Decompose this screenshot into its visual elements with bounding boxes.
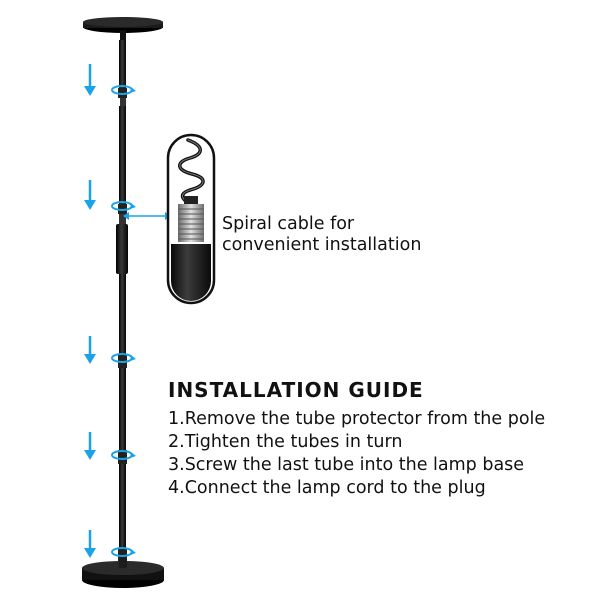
callout-line-2: convenient installation (222, 235, 422, 255)
spiral-cable-icon (166, 133, 216, 305)
lamp-pole (116, 40, 128, 562)
rotation-arrow-icon (111, 85, 136, 557)
lamp-base-icon (82, 558, 164, 588)
callout-line-1: Spiral cable for (222, 214, 355, 234)
guide-step: 4.Connect the lamp cord to the plug (168, 478, 486, 498)
guide-step: 1.Remove the tube protector from the pol… (168, 409, 546, 429)
installation-guide: INSTALLATION GUIDE 1.Remove the tube pro… (168, 378, 545, 500)
guide-step: 3.Screw the last tube into the lamp base (168, 455, 525, 475)
lamp-head-icon (83, 17, 163, 42)
spiral-cable-callout: Spiral cable for convenient installation (222, 214, 421, 256)
guide-steps: 1.Remove the tube protector from the pol… (168, 408, 545, 500)
down-arrow-icon (84, 64, 96, 558)
guide-title: INSTALLATION GUIDE (168, 378, 424, 402)
guide-step: 2.Tighten the tubes in turn (168, 432, 403, 452)
callout-leader (123, 212, 171, 220)
